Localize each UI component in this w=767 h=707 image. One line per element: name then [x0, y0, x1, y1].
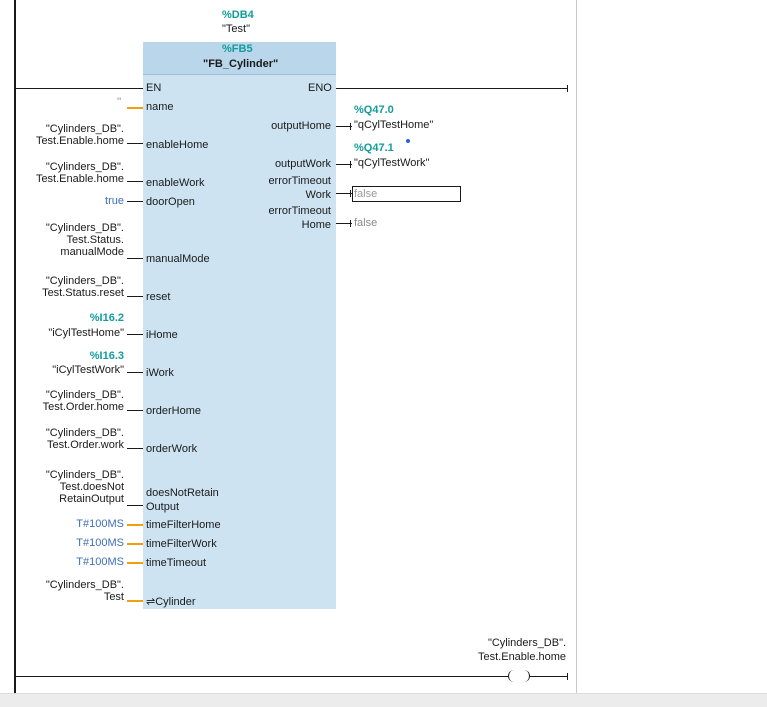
coil-operand[interactable]: "Cylinders_DB".Test.Enable.home — [478, 637, 567, 663]
wire-errortimeouthome-end — [350, 220, 351, 227]
pin-outputhome[interactable]: outputHome — [271, 120, 331, 132]
pin-manualmode[interactable]: manualMode — [146, 253, 210, 265]
wire-enablework — [127, 181, 143, 182]
wire-outputhome-end — [350, 123, 351, 130]
wire-timefilterhome — [127, 524, 143, 526]
pin-timefilterhome[interactable]: timeFilterHome — [146, 519, 221, 531]
param-ihome-address: %I16.2 — [89, 312, 124, 324]
pin-eno[interactable]: ENO — [308, 82, 332, 94]
wire-reset — [127, 296, 143, 297]
param-timetimeout-value[interactable]: T#100MS — [76, 556, 124, 568]
instance-db-name[interactable]: "Test" — [222, 23, 250, 35]
param-iwork-address: %I16.3 — [89, 350, 124, 362]
pin-enablework[interactable]: enableWork — [146, 177, 205, 189]
wire-orderwork — [127, 448, 143, 449]
param-ihome-value[interactable]: "iCylTestHome" — [48, 327, 124, 339]
param-cylinder-value[interactable]: "Cylinders_DB".Test — [45, 579, 124, 603]
wire-errortimeoutwork — [336, 193, 352, 194]
outputwork-value[interactable]: "qCylTestWork" — [354, 157, 430, 169]
network2-wire-end — [567, 673, 568, 680]
pin-reset[interactable]: reset — [146, 291, 171, 303]
wire-name — [127, 107, 143, 109]
wire-outputwork-end — [350, 161, 351, 168]
param-timefilterwork-value[interactable]: T#100MS — [76, 537, 124, 549]
pin-iwork[interactable]: iWork — [146, 367, 174, 379]
instance-db-address: %DB4 — [222, 9, 254, 21]
editor-bottom-bar — [0, 693, 767, 707]
right-power-rail — [576, 0, 577, 693]
wire-cylinder — [127, 600, 143, 602]
wire-manualmode — [127, 258, 143, 259]
param-dooropen-value[interactable]: true — [105, 195, 124, 207]
wire-ihome — [127, 334, 143, 335]
param-iwork-value[interactable]: "iCylTestWork" — [52, 364, 124, 376]
pin-enablehome[interactable]: enableHome — [146, 139, 209, 151]
network2-wire-right — [529, 676, 568, 677]
eno-wire — [336, 88, 568, 89]
fb-name: "FB_Cylinder" — [203, 58, 279, 70]
wire-timefilterwork — [127, 543, 143, 545]
pin-dooropen[interactable]: doorOpen — [146, 196, 195, 208]
param-orderwork-value[interactable]: "Cylinders_DB".Test.Order.work — [45, 427, 124, 451]
wire-iwork — [127, 372, 143, 373]
outputwork-address: %Q47.1 — [354, 142, 394, 154]
param-timefilterhome-value[interactable]: T#100MS — [76, 518, 124, 530]
errortimeouthome-value[interactable]: false — [354, 217, 378, 229]
pin-cylinder[interactable]: ⇌Cylinder — [146, 596, 196, 608]
param-orderhome-value[interactable]: "Cylinders_DB".Test.Order.home — [42, 389, 124, 413]
en-wire — [15, 88, 143, 89]
fb-cylinder-block[interactable] — [143, 42, 336, 609]
wire-orderhome — [127, 410, 143, 411]
network2-wire-left — [15, 676, 509, 677]
param-enablework-value[interactable]: "Cylinders_DB".Test.Enable.home — [35, 161, 124, 185]
fb-address: %FB5 — [222, 43, 253, 55]
outputhome-address: %Q47.0 — [354, 104, 394, 116]
eno-wire-end — [567, 85, 568, 92]
pin-timefilterwork[interactable]: timeFilterWork — [146, 538, 217, 550]
selection-marker-icon — [406, 139, 410, 143]
wire-errortimeoutwork-end — [350, 190, 351, 197]
param-name-value[interactable]: '' — [117, 96, 122, 108]
param-reset-value[interactable]: "Cylinders_DB".Test.Status.reset — [42, 275, 124, 299]
pin-ihome[interactable]: iHome — [146, 329, 178, 341]
pin-outputwork[interactable]: outputWork — [274, 158, 331, 170]
fb-block-header[interactable] — [143, 42, 336, 75]
param-enablehome-value[interactable]: "Cylinders_DB".Test.Enable.home — [35, 123, 124, 147]
wire-dooropen — [127, 201, 143, 202]
wire-enablehome — [127, 143, 143, 144]
wire-outputhome — [336, 126, 352, 127]
wire-doesnotretain — [127, 505, 143, 506]
coil-left-bracket — [508, 670, 514, 682]
left-power-rail — [14, 0, 16, 693]
pin-name[interactable]: name — [146, 101, 174, 113]
param-manualmode-value[interactable]: "Cylinders_DB".Test.Status.manualMode — [45, 222, 124, 258]
pin-timetimeout[interactable]: timeTimeout — [146, 557, 207, 569]
outputhome-value[interactable]: "qCylTestHome" — [354, 119, 434, 131]
pin-orderwork[interactable]: orderWork — [146, 443, 198, 455]
wire-outputwork — [336, 164, 352, 165]
wire-timetimeout — [127, 562, 143, 564]
pin-orderhome[interactable]: orderHome — [146, 405, 202, 417]
errortimeoutwork-edit-field[interactable]: false — [352, 186, 461, 202]
pin-en[interactable]: EN — [146, 82, 162, 94]
wire-errortimeouthome — [336, 223, 352, 224]
